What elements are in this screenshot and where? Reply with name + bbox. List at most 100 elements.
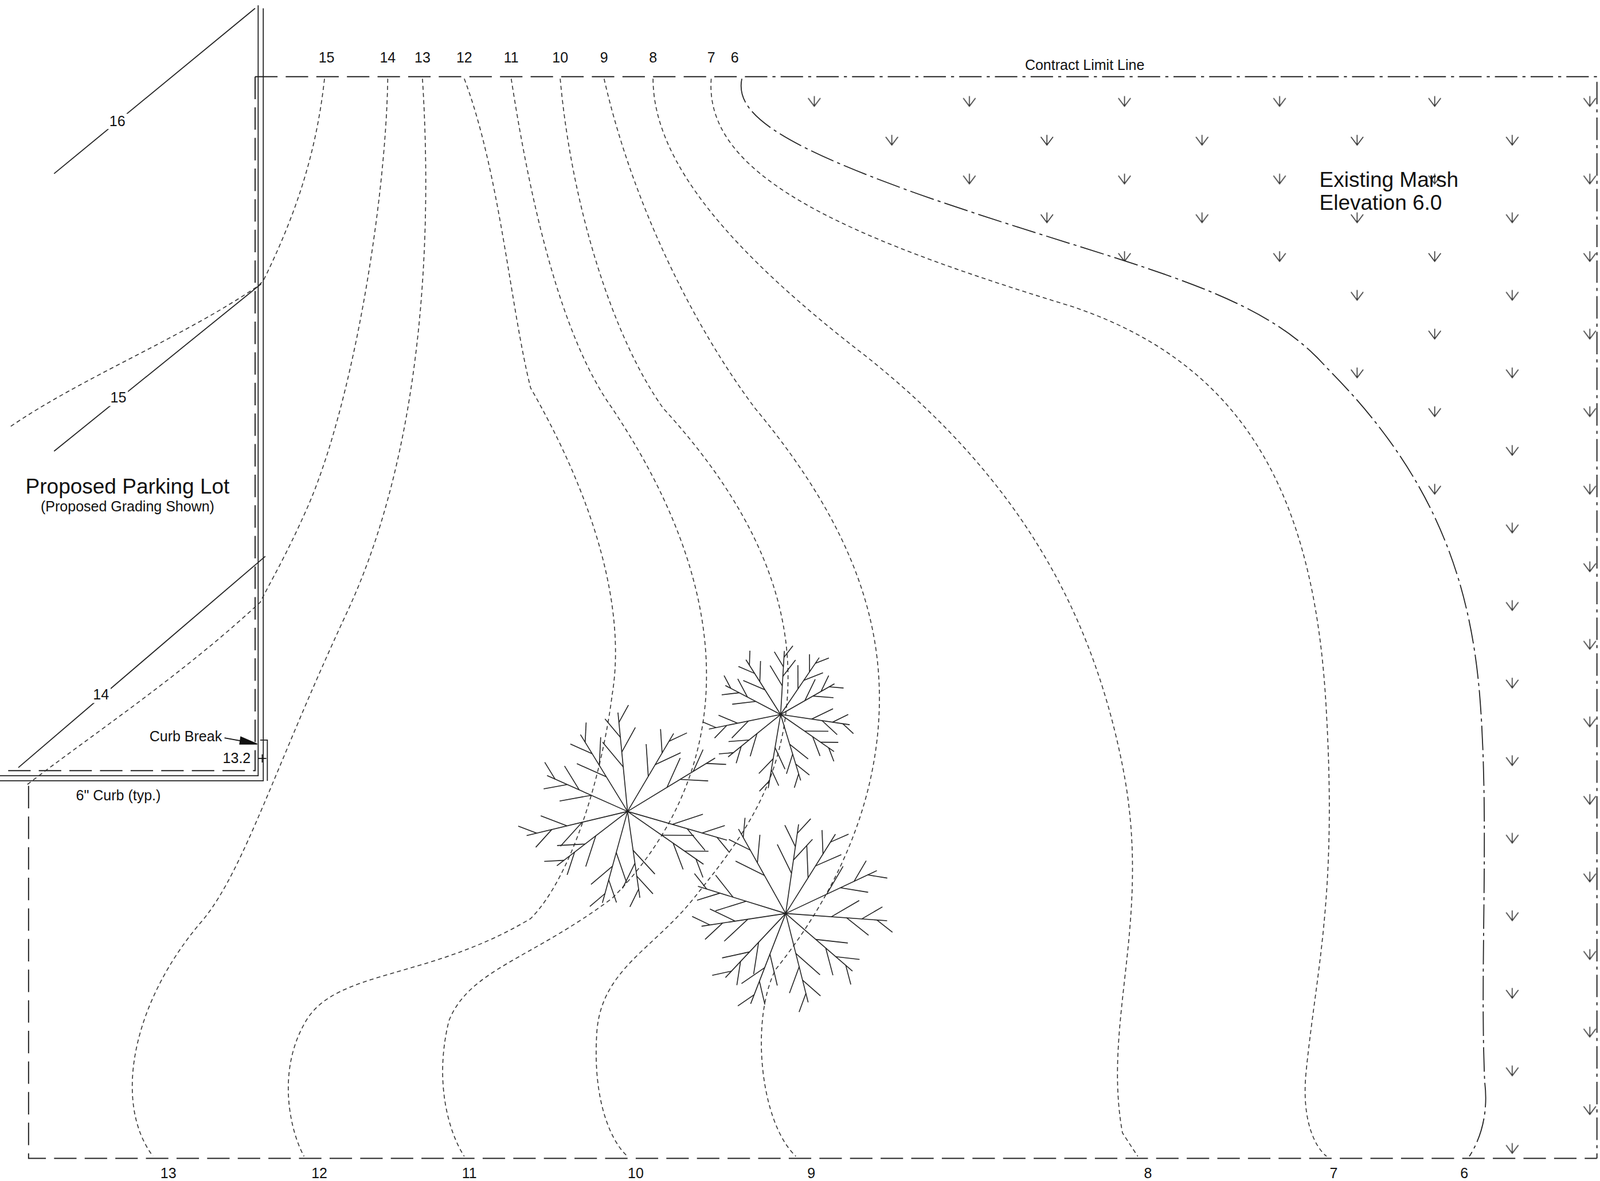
tree-branch xyxy=(794,773,800,788)
contract-limit xyxy=(28,785,1598,1159)
tree-branch xyxy=(627,757,716,812)
tree-branch xyxy=(718,714,738,723)
tree-branch xyxy=(826,866,844,895)
tree-branch xyxy=(602,811,628,903)
tree-branch xyxy=(725,685,781,715)
tree-branch xyxy=(585,835,596,867)
tree-branch xyxy=(750,913,786,1004)
contract-limit xyxy=(744,76,1597,1159)
tree-branch xyxy=(828,686,844,688)
contour-label: 6 xyxy=(1458,1165,1470,1181)
tree-branch xyxy=(742,680,765,690)
tree-branch xyxy=(536,829,553,848)
tree-branch xyxy=(771,769,780,786)
existing-contour xyxy=(10,78,325,427)
curb-note: 6" Curb (typ.) xyxy=(74,788,163,805)
existing-contour xyxy=(652,78,1138,1157)
marsh-edge xyxy=(741,78,1486,1157)
tree-branch xyxy=(732,721,749,739)
contract-limit xyxy=(0,76,256,771)
proposed-contour xyxy=(53,8,256,174)
proposed-contour-label: 15 xyxy=(108,389,129,406)
tree-branch xyxy=(861,906,883,919)
tree-branch xyxy=(608,879,617,903)
tree-branch xyxy=(691,916,710,925)
tree-branch xyxy=(738,828,786,914)
tree-branch xyxy=(742,817,745,837)
tree-branch xyxy=(741,967,765,984)
tree-branch xyxy=(845,965,851,985)
tree-branch xyxy=(544,762,555,780)
tree-branch xyxy=(745,659,781,715)
tree-branch xyxy=(673,843,683,870)
tree-branch xyxy=(589,893,605,907)
tree-branch xyxy=(655,752,681,765)
contour-label: 7 xyxy=(705,50,718,67)
tree-branch xyxy=(693,749,703,772)
tree-branch xyxy=(812,695,834,698)
tree-branch xyxy=(815,658,829,664)
tree-branch xyxy=(780,714,801,781)
proposed-contour xyxy=(18,556,266,768)
tree-branch xyxy=(785,913,888,921)
contour-label: 7 xyxy=(1327,1165,1340,1181)
curb xyxy=(260,740,268,781)
tree-branch xyxy=(632,850,655,874)
tree-branch xyxy=(780,657,820,715)
tree-branch xyxy=(768,714,781,788)
tree-branch xyxy=(759,980,766,1005)
contour-label: 11 xyxy=(502,50,521,67)
tree-branch xyxy=(846,917,869,936)
tree-branch xyxy=(621,727,636,753)
tree-branch xyxy=(854,860,867,882)
tree-group xyxy=(518,645,893,1012)
tree-branch xyxy=(777,844,792,874)
tree-branch xyxy=(785,913,809,1003)
tree-branch xyxy=(712,971,732,976)
existing-contour xyxy=(25,78,388,786)
tree-branch xyxy=(661,834,694,836)
tree-branch xyxy=(627,733,674,812)
existing-contour xyxy=(710,78,1330,1157)
tree-branch xyxy=(669,732,687,742)
existing-contour xyxy=(132,78,426,1157)
tree-branch xyxy=(785,824,799,914)
tree-branch xyxy=(725,913,786,978)
tree-branch xyxy=(570,744,593,754)
contour-label: 11 xyxy=(460,1165,479,1181)
tree-branch xyxy=(599,737,601,766)
tree-branch xyxy=(602,742,624,768)
contour-label: 15 xyxy=(317,50,337,67)
tree-branch xyxy=(806,845,808,878)
tree-branch xyxy=(793,839,813,860)
tree-branch xyxy=(757,834,760,863)
tree-branch xyxy=(802,980,821,997)
tree-branch xyxy=(840,887,868,893)
tree-branch xyxy=(576,763,606,777)
contour-label: 12 xyxy=(454,50,475,67)
tree-branch xyxy=(822,720,837,735)
contour-label: 9 xyxy=(805,1165,817,1181)
leader-arrow xyxy=(239,736,257,744)
tree-branch xyxy=(684,850,709,852)
tree-branch xyxy=(803,673,824,681)
tree-branch xyxy=(795,953,820,975)
tree-branch xyxy=(660,729,663,754)
tree-branch xyxy=(737,994,754,1006)
tree-branch xyxy=(709,908,735,921)
tree-branch xyxy=(785,870,878,914)
proposed-contour-label: 16 xyxy=(107,113,128,130)
tree-branch xyxy=(604,718,621,738)
tree-branch xyxy=(831,900,860,917)
tree-branch xyxy=(721,692,739,695)
tree-branch xyxy=(804,730,829,733)
tree-branch xyxy=(769,665,782,686)
contour-label: 12 xyxy=(309,1165,330,1181)
tree-branch xyxy=(714,725,727,738)
existing-contour xyxy=(288,78,616,1157)
tree-branch xyxy=(748,650,751,665)
tree-branch xyxy=(728,714,781,757)
tree-branch xyxy=(709,714,781,729)
tree-branch xyxy=(774,651,784,667)
proposed-contour xyxy=(53,283,261,452)
